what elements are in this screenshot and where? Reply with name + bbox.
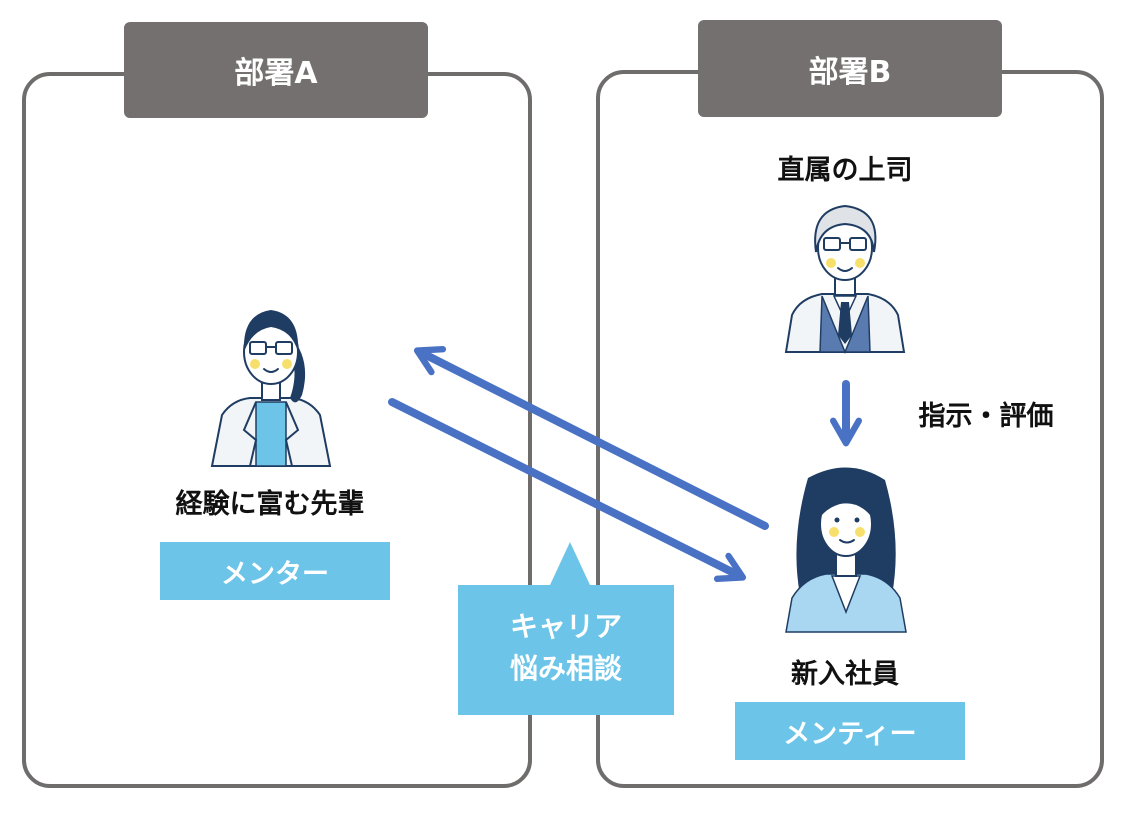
department-b-title: 部署B bbox=[698, 20, 1002, 117]
mentor-label: 経験に富む先輩 bbox=[175, 489, 365, 520]
female-newhire-icon bbox=[785, 467, 907, 633]
instruction-evaluation-label: 指示・評価 bbox=[918, 401, 1054, 432]
male-boss-icon bbox=[784, 204, 906, 354]
boss-label: 直属の上司 bbox=[777, 155, 913, 186]
department-a-title: 部署A bbox=[124, 22, 428, 118]
consultation-line-1: キャリア bbox=[509, 610, 622, 643]
newhire-role-badge: メンティー bbox=[735, 702, 965, 760]
mentor-role-badge: メンター bbox=[160, 542, 390, 600]
consultation-line-2: 悩み相談 bbox=[509, 652, 622, 685]
consultation-callout-bubble bbox=[458, 542, 674, 715]
female-mentor-icon bbox=[210, 310, 332, 467]
consultation-callout-text: キャリア 悩み相談 bbox=[458, 606, 674, 690]
newhire-label: 新入社員 bbox=[791, 659, 899, 690]
arrow-mentor-to-newhire bbox=[388, 398, 747, 583]
arrow-newhire-to-mentor bbox=[413, 346, 769, 530]
